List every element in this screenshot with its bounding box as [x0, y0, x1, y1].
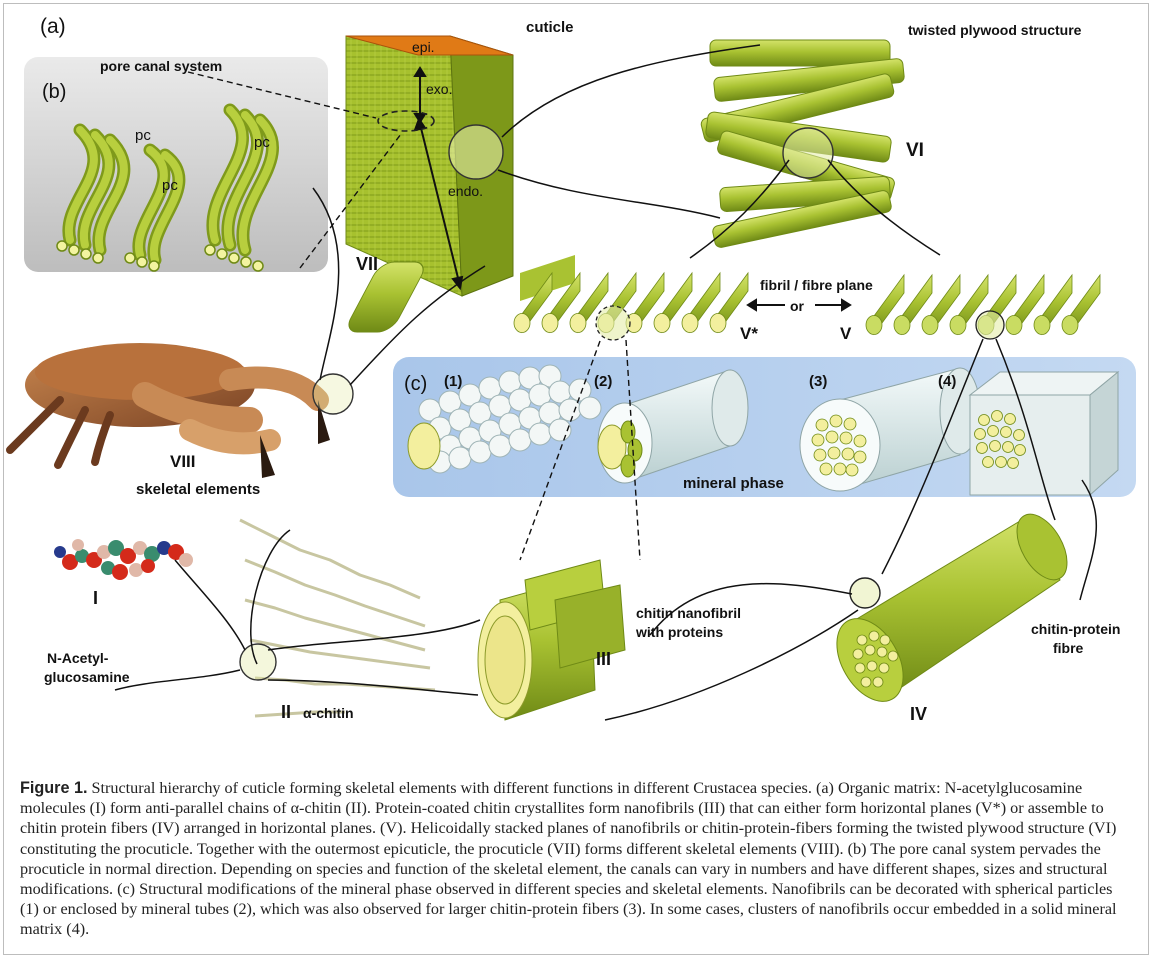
alpha-chitin-label: α-chitin: [303, 705, 354, 721]
roman-VII: VII: [356, 254, 378, 274]
c4-label: (4): [938, 373, 956, 390]
cuticle-label: cuticle: [526, 19, 574, 36]
nanofibril-label-1: chitin nanofibril: [636, 605, 741, 621]
panel-b-label: (b): [42, 81, 66, 103]
panel-c-label: (c): [404, 373, 427, 395]
epi-label: epi.: [412, 39, 435, 55]
pc-label-3: pc: [162, 177, 178, 194]
roman-IV: IV: [910, 704, 927, 724]
crab-zoom-circle: [313, 374, 353, 414]
plywood-zoom-circle: [783, 128, 833, 178]
caption-label: Figure 1.: [20, 779, 87, 797]
roman-III: III: [596, 649, 611, 669]
fibre-zoom-circle: [850, 578, 880, 608]
fibril-rod-end: [950, 316, 966, 335]
figure-caption: Figure 1. Structural hierarchy of cuticl…: [20, 778, 1135, 940]
cuticle-zoom-circle: [449, 125, 503, 179]
roman-Vstar: V*: [740, 324, 758, 343]
fibril-rod-end: [1062, 316, 1078, 335]
pc-label-1: pc: [135, 127, 151, 144]
chitin-nanofibril-III: [478, 560, 625, 720]
exo-label: exo.: [426, 81, 452, 97]
nag-label-2: glucosamine: [44, 669, 130, 685]
roman-I: I: [93, 588, 98, 608]
fibril-rod-end: [514, 314, 530, 333]
fibril-rod-end: [922, 316, 938, 335]
mineral-phase-label: mineral phase: [683, 475, 784, 492]
fibre-label-1: chitin-protein: [1031, 621, 1120, 637]
vstar-rod-row: [514, 273, 748, 333]
c1-label: (1): [444, 373, 462, 390]
alpha-chitin-chains: [240, 520, 435, 716]
vstar-zoom-circle: [596, 306, 630, 340]
fibril-rod-end: [542, 314, 558, 333]
roman-V: V: [840, 324, 852, 343]
fibril-rod-end: [1006, 316, 1022, 335]
fibril-rod-end: [654, 314, 670, 333]
fibril-rod-end: [894, 316, 910, 335]
skeletal-elements-label: skeletal elements: [136, 481, 260, 498]
hierarchy-diagram: (a) (b) (c) cuticle epi. exo. endo. pore…: [0, 0, 1153, 780]
roman-II: II: [281, 702, 291, 722]
twisted-plywood-label: twisted plywood structure: [908, 22, 1082, 38]
fibril-rod-end: [1034, 316, 1050, 335]
panel-a-label: (a): [40, 15, 66, 38]
pore-canal-system-label: pore canal system: [100, 58, 222, 74]
chitin-protein-fibre-IV: [823, 506, 1077, 713]
c3-label: (3): [809, 373, 827, 390]
nanofibril-label-2: with proteins: [635, 624, 723, 640]
n-acetylglucosamine-molecule: [54, 539, 193, 580]
fibril-rod-end: [710, 314, 726, 333]
fibril-rod-end: [682, 314, 698, 333]
or-label: or: [790, 298, 805, 314]
roman-VI: VI: [906, 140, 924, 161]
caption-text: Structural hierarchy of cuticle forming …: [20, 779, 1117, 938]
roman-VIII: VIII: [170, 452, 196, 471]
mineral-cube-4: [970, 372, 1118, 495]
nanofibril-core-1: [408, 423, 440, 469]
nag-label-1: N-Acetyl-: [47, 650, 109, 666]
fibre-label-2: fibre: [1053, 640, 1084, 656]
v-zoom-circle: [976, 311, 1004, 339]
c2-label: (2): [594, 373, 612, 390]
fibril-rod-end: [866, 316, 882, 335]
fibril-plane-label: fibril / fibre plane: [760, 277, 873, 293]
endo-label: endo.: [448, 183, 483, 199]
fibril-rod-end: [570, 314, 586, 333]
pc-label-2: pc: [254, 134, 270, 151]
